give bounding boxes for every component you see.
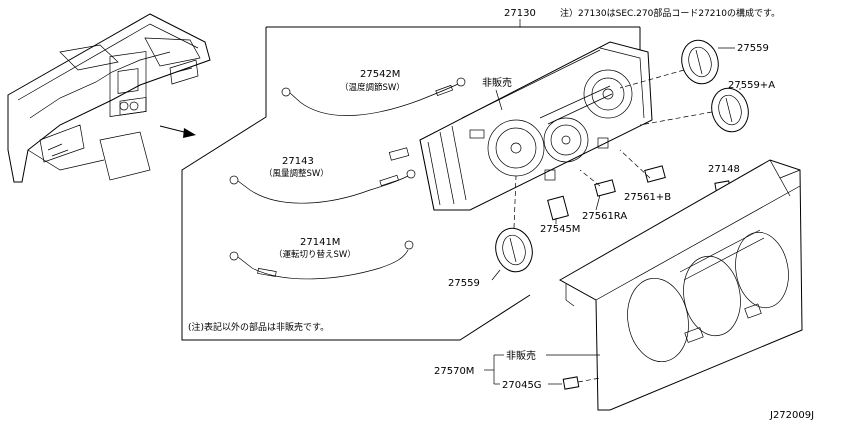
cable-27542m[interactable]: 27542M （温度調節SW）	[281, 69, 466, 116]
svg-text:27148: 27148	[708, 164, 740, 175]
svg-text:27559: 27559	[448, 278, 480, 289]
svg-text:（温度調節SW）: （温度調節SW）	[340, 82, 405, 93]
not-sold-label-lower: 非販売	[506, 349, 600, 362]
bottom-note: (注)表記以外の部品は非販売です。	[188, 321, 329, 333]
knob-27559a[interactable]: 27559+A	[619, 69, 775, 136]
svg-text:（運転切り替えSW）: （運転切り替えSW）	[274, 249, 356, 260]
knob-27559-bottom[interactable]: 27559	[448, 175, 537, 289]
direction-arrow	[159, 125, 196, 138]
cable-27141m[interactable]: 27141M （運転切り替えSW）	[229, 237, 414, 280]
callout-27570m[interactable]: 27570M	[434, 354, 504, 385]
svg-text:27559+A: 27559+A	[728, 80, 775, 91]
svg-text:27130: 27130	[504, 8, 536, 19]
cable-27143[interactable]: 27143 （風量調整SW）	[229, 156, 416, 204]
part-27545m[interactable]: 27545M	[540, 195, 580, 235]
diagram-code: J272009J	[769, 410, 814, 421]
knob-27559-top[interactable]: 27559	[677, 36, 769, 88]
svg-text:27559: 27559	[737, 43, 769, 54]
svg-text:非販売: 非販売	[506, 349, 536, 362]
svg-text:27561RA: 27561RA	[582, 211, 627, 222]
dashboard-illustration	[7, 13, 211, 183]
svg-text:27143: 27143	[282, 156, 314, 167]
svg-text:27561+B: 27561+B	[624, 192, 671, 203]
svg-text:27045G: 27045G	[502, 380, 542, 391]
svg-text:27570M: 27570M	[434, 366, 474, 377]
heater-control-unit[interactable]	[388, 41, 653, 211]
switch-27561ra[interactable]: 27561RA	[579, 169, 627, 222]
svg-text:27141M: 27141M	[300, 237, 340, 248]
svg-text:（風量調整SW）: （風量調整SW）	[264, 168, 329, 179]
svg-text:27542M: 27542M	[360, 69, 400, 80]
svg-text:非販売: 非販売	[482, 76, 512, 89]
svg-text:27545M: 27545M	[540, 224, 580, 235]
clip-27045g[interactable]: 27045G	[502, 376, 601, 391]
callout-27130[interactable]: 27130	[504, 8, 536, 27]
finisher-panel-27570m[interactable]	[558, 159, 803, 411]
switch-27561b[interactable]: 27561+B	[619, 149, 671, 203]
not-sold-label-upper: 非販売	[482, 76, 512, 111]
top-note: 注）27130はSEC.270部品コード27210の構成です。	[560, 7, 780, 19]
